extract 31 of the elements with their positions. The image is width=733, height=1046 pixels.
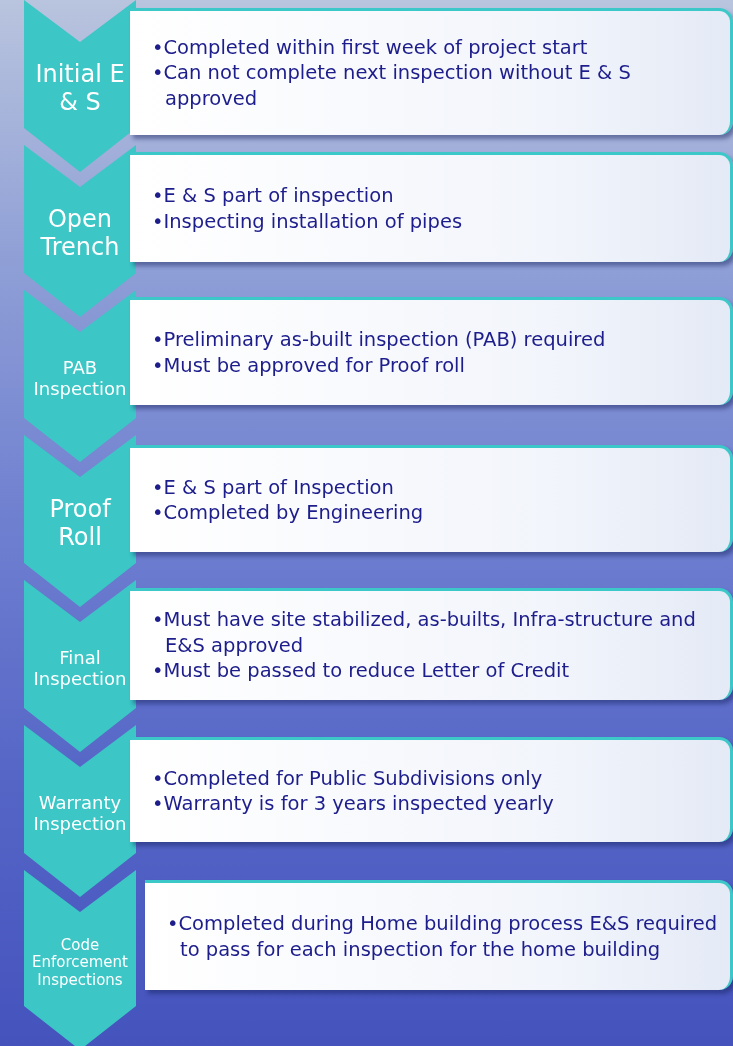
text-panel: [130, 297, 733, 405]
step-label: Proof Roll: [48, 494, 113, 553]
bullet-text: •Must be passed to reduce Letter of Credit: [152, 658, 571, 684]
text-panel: [130, 8, 733, 135]
step-label: Code Enforcement Inspections: [31, 935, 129, 991]
bullet-text: •Warranty is for 3 years inspected yearly: [152, 791, 555, 817]
text-panel: [130, 152, 733, 262]
bullet-text: •E & S part of inspection: [152, 183, 395, 209]
chevron-step: [24, 0, 136, 172]
bullet-text: •Can not complete next inspection without E & S approved: [152, 60, 632, 111]
bullet-text: •E & S part of Inspection: [152, 474, 395, 500]
step-label: Warranty Inspection: [32, 791, 128, 836]
text-panel: [130, 445, 733, 552]
text-panel: [145, 880, 733, 990]
text-panel: [130, 588, 733, 700]
bullet-text: •Inspecting installation of pipes: [152, 208, 464, 234]
bullet-text: •Completed for Public Subdivisions only: [152, 765, 544, 791]
step-label: Open Trench: [39, 204, 121, 263]
bullet-text: •Completed during Home building process E&S required to pass for each inspection for the home building: [167, 911, 719, 962]
chevron-step: [24, 290, 136, 462]
text-panel: [130, 737, 733, 842]
bullet-text: •Completed by Engineering: [152, 500, 425, 526]
bullet-text: •Must have site stabilized, as-builts, Infra-structure and E&S approved: [152, 607, 697, 659]
bullet-text: •Completed within first week of project start: [152, 35, 589, 61]
chevron-step: [24, 870, 136, 1046]
step-label: Final Inspection: [32, 646, 128, 691]
chevron-step: [24, 580, 136, 752]
step-label: PAB Inspection: [32, 356, 128, 401]
step-label: Initial E & S: [34, 59, 126, 118]
bullet-text: •Must be approved for Proof roll: [152, 352, 466, 378]
bullet-text: •Preliminary as-built inspection (PAB) required: [152, 327, 607, 353]
